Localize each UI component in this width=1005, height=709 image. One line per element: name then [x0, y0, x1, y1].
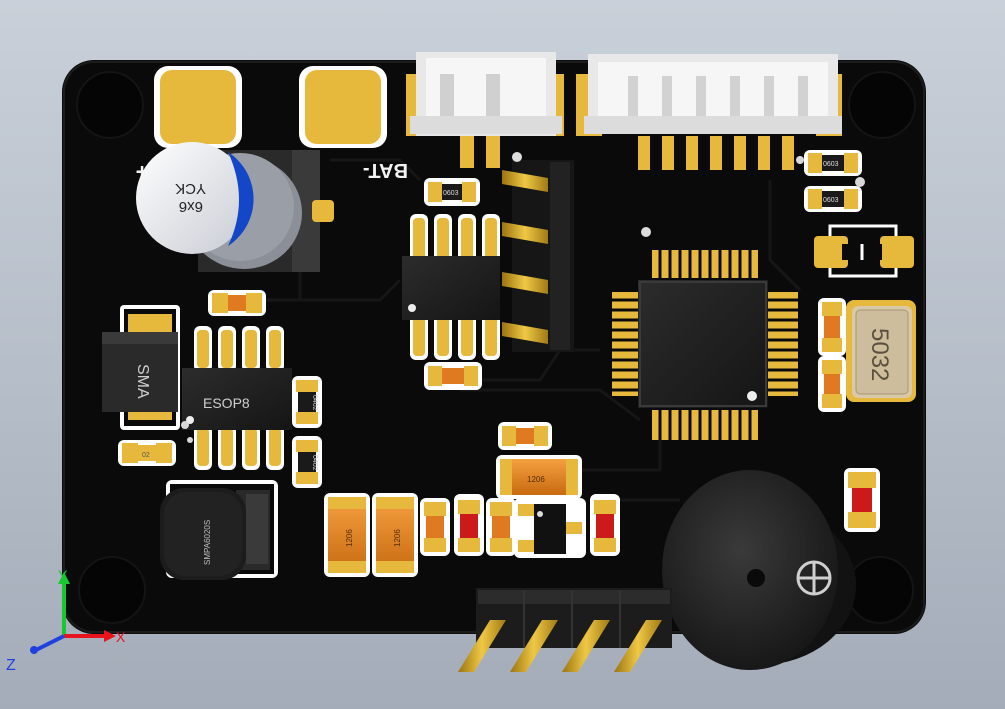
- cap-label-brand: YCK: [175, 180, 206, 197]
- c0603-b-label: 0603: [823, 161, 839, 168]
- r0402-b-label: 0402: [311, 455, 318, 471]
- c1206-left-label: 1206: [345, 529, 354, 547]
- axis-z-label: Z: [6, 657, 16, 674]
- c1206-mid-label: 1206: [393, 529, 402, 547]
- jumper-footprint: [814, 224, 914, 278]
- inductor: SMPA6020S: [160, 480, 278, 580]
- mounting-hole-tr: [848, 71, 916, 139]
- passive-cluster-top-right: 0603 0603: [804, 150, 862, 212]
- pin-header-vertical: [502, 152, 574, 352]
- buzzer: [662, 470, 856, 670]
- c0603-a-label: 0603: [443, 190, 459, 197]
- silk-battery-minus: BAT-: [363, 159, 408, 181]
- crystal-5032: 5032: [818, 298, 916, 412]
- battery-pad-positive: [160, 70, 236, 144]
- ic-esop8-label: ESOP8: [203, 395, 250, 411]
- diode-label: SMA: [134, 364, 151, 399]
- small-cap-label: 02: [142, 452, 150, 459]
- cap-pad: [312, 200, 334, 222]
- axis-triad: Y X Z: [6, 567, 126, 674]
- battery-pad-negative: [305, 70, 381, 144]
- vias: [181, 156, 865, 443]
- cap-polarity-stripe: [228, 152, 254, 246]
- led-red: [844, 468, 880, 532]
- capacitor-1206-top: 1206: [496, 422, 582, 499]
- connector-top-small: [406, 52, 564, 168]
- electrolytic-capacitor: 6x6 YCK: [136, 142, 334, 272]
- capacitor-row-bottom: 1206 1206: [324, 493, 620, 577]
- sma-diode: SMA: [102, 305, 180, 430]
- mounting-hole-bl: [78, 556, 146, 624]
- inductor-label: SMPA6020S: [203, 520, 212, 565]
- c0603-c-label: 0603: [823, 197, 839, 204]
- mounting-hole-tl: [76, 71, 144, 139]
- axis-x-label: X: [116, 629, 126, 645]
- pin-header-right-angle: [458, 588, 672, 672]
- axis-y-label: Y: [58, 567, 68, 583]
- mounting-hole-br: [846, 556, 914, 624]
- sot23-transistor: [514, 498, 586, 558]
- cap-label-size: 6x6: [179, 198, 203, 215]
- mcu-lqfp: [612, 227, 798, 440]
- passive-cluster-left: 02 0402 0402: [118, 290, 322, 488]
- r0402-a-label: 0402: [311, 395, 318, 411]
- crystal-label: 5032: [866, 328, 893, 381]
- c1206-top-label: 1206: [527, 475, 545, 484]
- connector-top-large: [576, 54, 842, 170]
- soic8-ic: [402, 214, 500, 360]
- battery-pads: T+ BAT-: [136, 66, 408, 184]
- passive-cluster-center: 0603: [424, 178, 482, 390]
- esop8-ic: ESOP8: [182, 326, 292, 470]
